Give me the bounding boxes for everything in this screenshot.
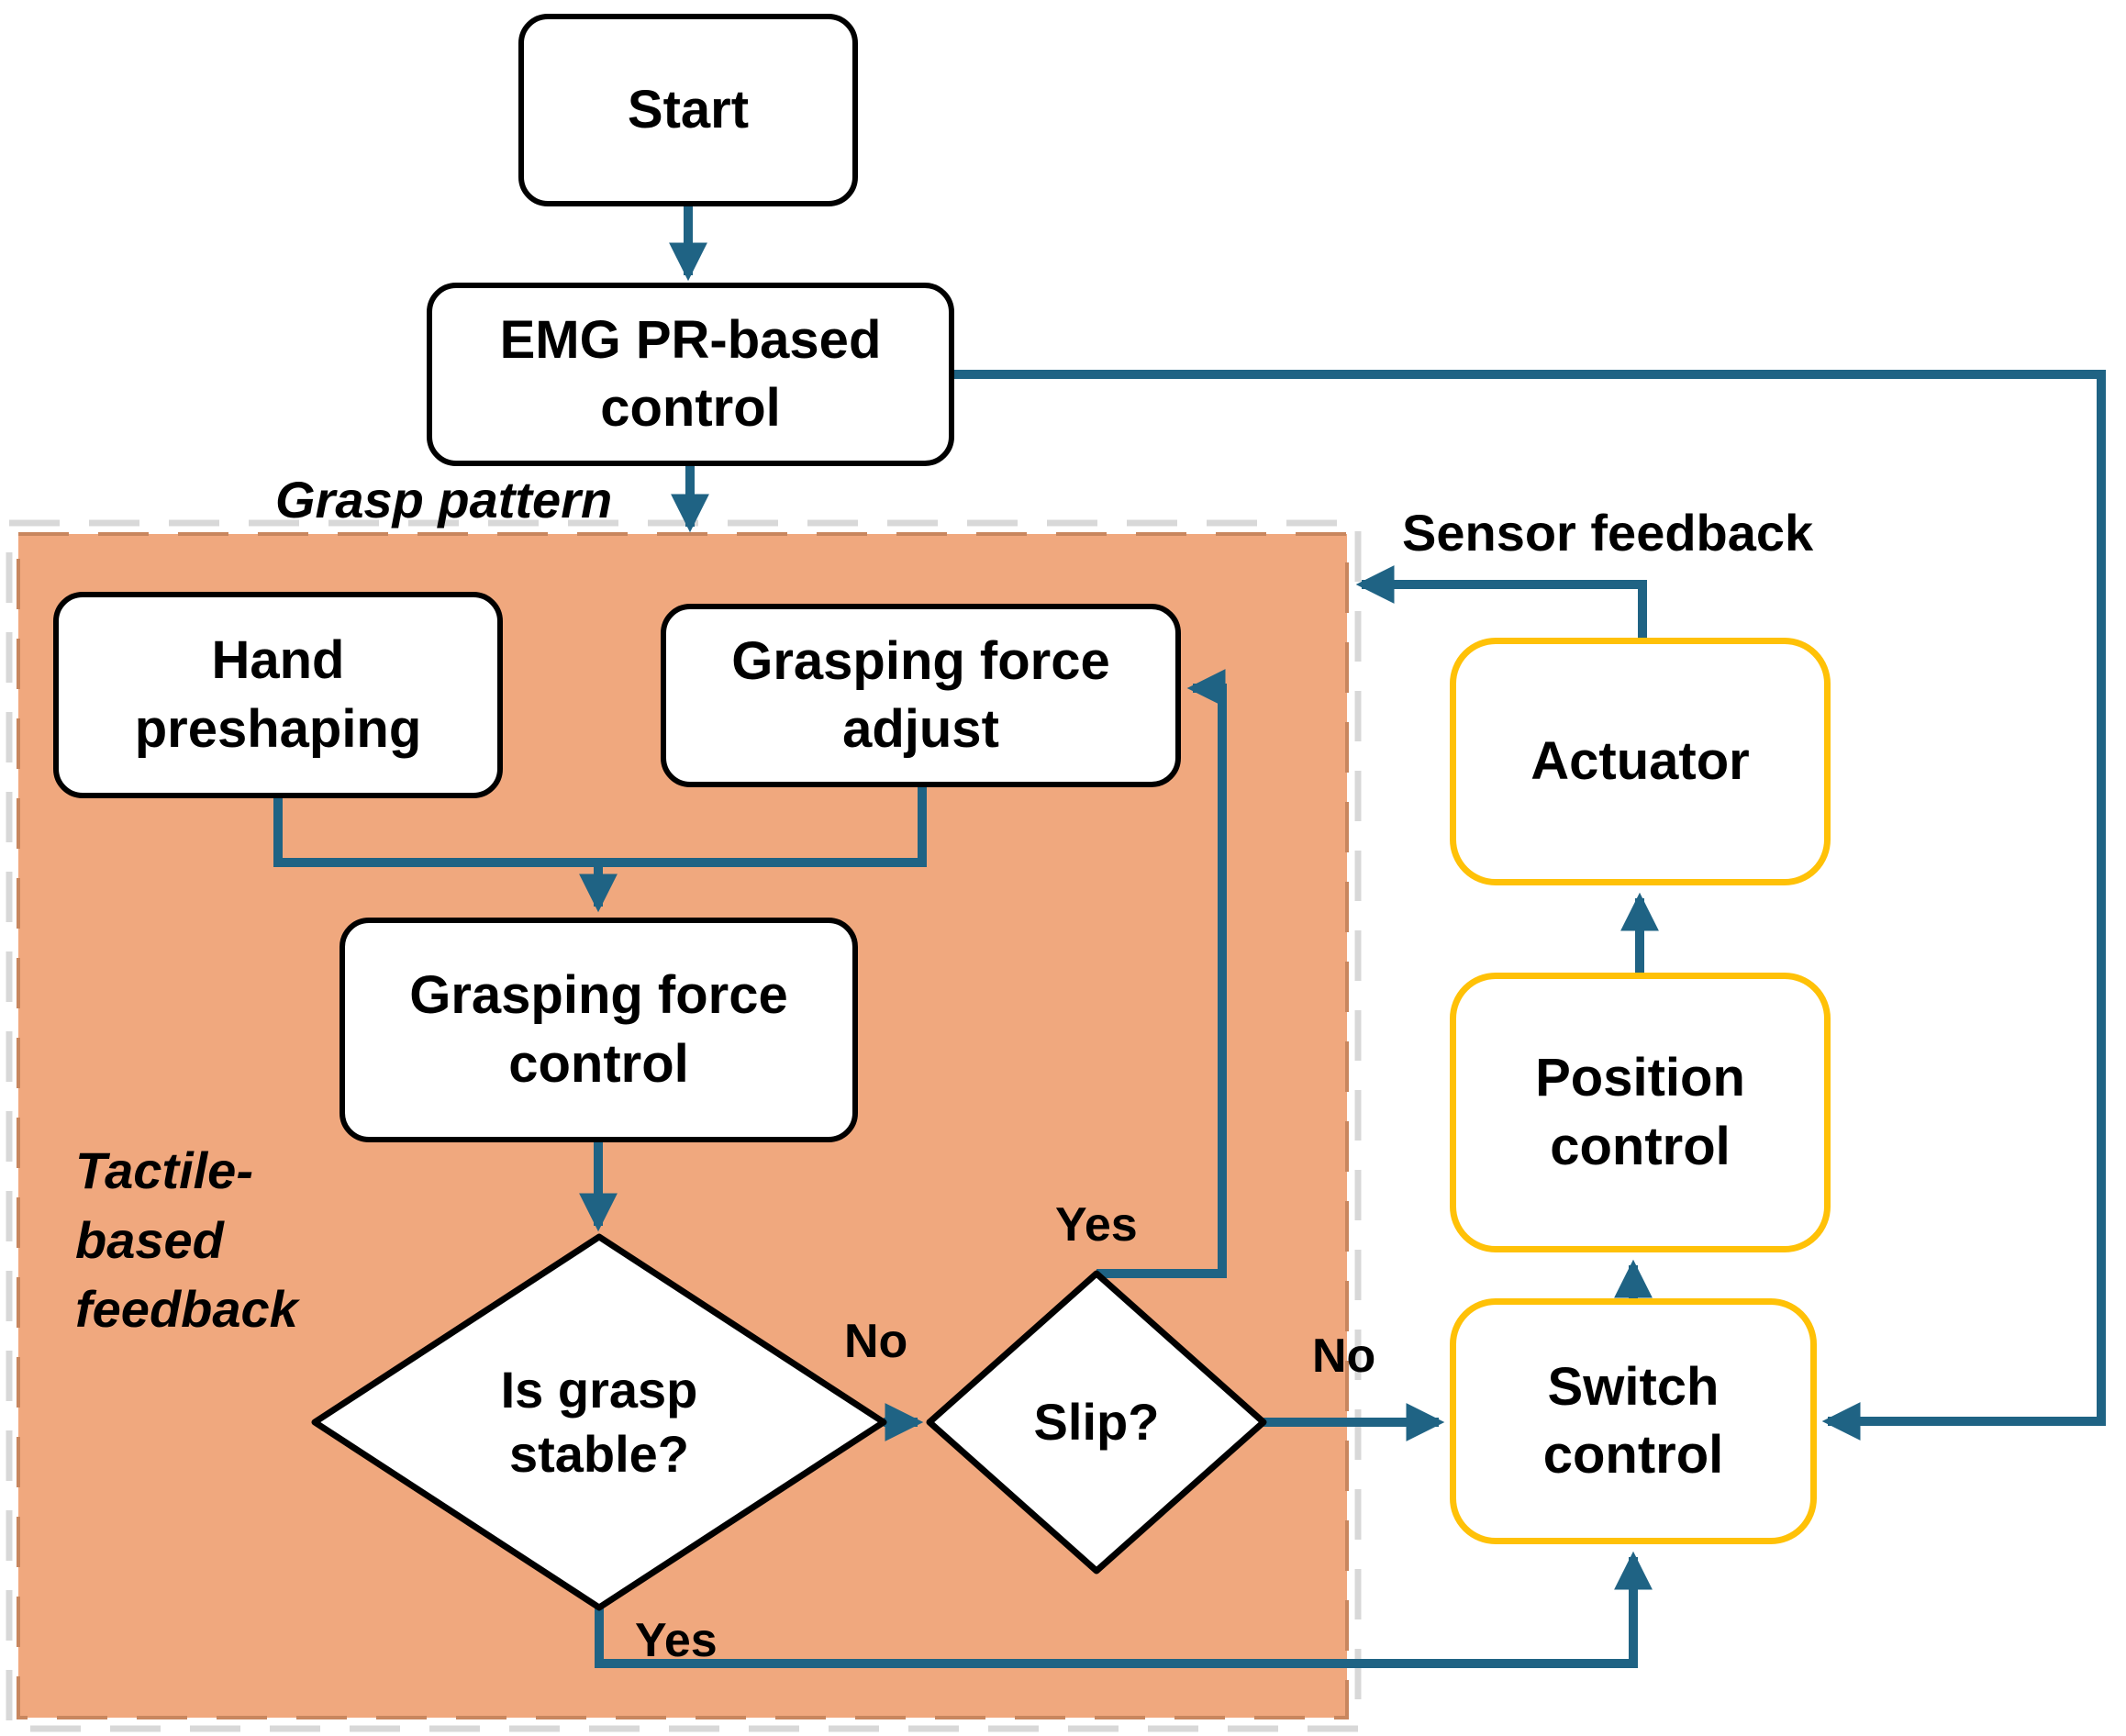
edge-label-slip-yes: Yes — [1055, 1198, 1138, 1252]
node-grasping-force-adjust: Grasping force adjust — [661, 604, 1181, 787]
edge-emg-to-switch-control — [954, 370, 2106, 1441]
node-start: Start — [518, 14, 858, 206]
diamond-is-grasp-stable — [311, 1233, 887, 1611]
label-tactile-based-feedback: Tactile- based feedback — [75, 1141, 298, 1339]
edge-actuator-sensor-feedback — [1355, 565, 1647, 638]
node-hand-preshaping: Hand preshaping — [53, 592, 503, 798]
node-actuator: Actuator — [1450, 638, 1831, 885]
edge-label-stable-yes: Yes — [635, 1614, 718, 1667]
diamond-label-is-grasp-stable: Is grasp stable? — [500, 1361, 698, 1483]
diamond-label-slip: Slip? — [1033, 1393, 1160, 1451]
diamond-slip — [926, 1270, 1267, 1575]
node-switch-control: Switch control — [1450, 1298, 1817, 1544]
label-grasp-pattern: Grasp pattern — [275, 471, 613, 529]
edge-label-stable-no: No — [844, 1315, 908, 1368]
node-grasping-force-control: Grasping force control — [339, 918, 858, 1142]
node-position-control: Position control — [1450, 973, 1831, 1252]
label-sensor-feedback: Sensor feedback — [1402, 504, 1814, 562]
edge-label-slip-no: No — [1312, 1330, 1376, 1383]
edge-slip-yes-to-adjust — [1096, 669, 1227, 1278]
edge-stable-yes-to-switch — [595, 1551, 1653, 1668]
node-emg-pr-based-control: EMG PR-based control — [427, 283, 954, 466]
